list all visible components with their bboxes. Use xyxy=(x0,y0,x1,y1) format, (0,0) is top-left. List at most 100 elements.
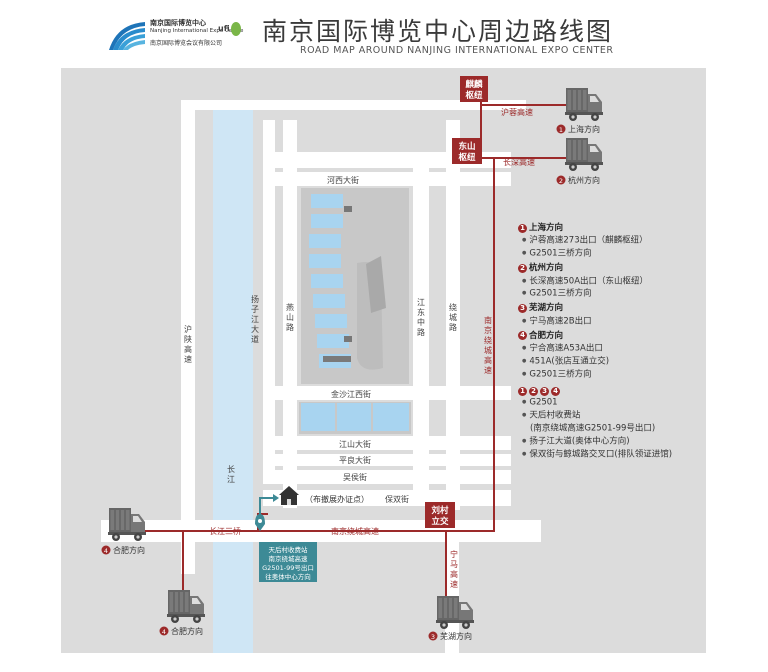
info-box: 天后村收费站 南京绕城高速 G2501-99号出口 往奥体中心方向 xyxy=(259,542,317,582)
hub-qilin-label-2: 枢纽 xyxy=(465,90,483,101)
destination-wuhu: 3 芜湖方向 xyxy=(428,631,472,641)
label-raocheng-vertical: 南京绕城高速 xyxy=(484,315,492,375)
label-jinshajiangxi: 金沙江西街 xyxy=(331,389,371,399)
svg-text:宁: 宁 xyxy=(450,549,458,559)
road-hexi xyxy=(263,172,511,186)
svg-text:陕: 陕 xyxy=(184,334,192,344)
svg-text:速: 速 xyxy=(184,355,192,364)
road-hushan xyxy=(181,100,195,574)
label-ningjingraocheng: 南京绕城高速 xyxy=(331,526,379,536)
svg-text:江: 江 xyxy=(251,315,259,324)
svg-text:大: 大 xyxy=(251,324,259,334)
svg-text:刘村: 刘村 xyxy=(431,505,449,516)
svg-text:路: 路 xyxy=(417,327,425,337)
svg-text:高: 高 xyxy=(184,344,192,354)
svg-text:1: 1 xyxy=(559,126,563,134)
label-hexi: 河西大街 xyxy=(327,175,359,185)
label-yanshan: 燕山路 xyxy=(286,302,294,332)
destination-hefei-south: 4 合肥方向 xyxy=(159,626,203,636)
road-jiangshan xyxy=(263,436,511,450)
road-houjie xyxy=(263,470,511,484)
svg-text:高: 高 xyxy=(484,355,492,365)
expo-logo: 南京国际博览中心 Nanjing International Expo Cent… xyxy=(105,14,245,54)
svg-text:高: 高 xyxy=(450,569,458,579)
svg-text:绕: 绕 xyxy=(484,335,492,345)
svg-text:路: 路 xyxy=(286,322,294,332)
label-huning: 沪蓉高速 xyxy=(501,107,533,117)
hub-qilin: 麒麟 枢纽 xyxy=(460,76,488,102)
svg-text:扬: 扬 xyxy=(251,294,259,304)
road-map: 麒麟 枢纽 东山 枢纽 刘村 立交 沪蓉高速 长深高速 南京绕城高速 长江三桥 … xyxy=(61,68,706,653)
svg-text:枢纽: 枢纽 xyxy=(458,152,476,163)
svg-text:子: 子 xyxy=(251,305,259,314)
road-raocheng-lu xyxy=(446,120,460,510)
svg-text:南: 南 xyxy=(484,315,492,325)
svg-text:马: 马 xyxy=(450,560,458,569)
svg-text:4: 4 xyxy=(162,628,166,636)
hub-qilin-label-1: 麒麟 xyxy=(465,79,483,90)
svg-text:天后村收费站: 天后村收费站 xyxy=(269,545,309,554)
road-yangzijiang xyxy=(263,120,275,480)
svg-text:速: 速 xyxy=(450,580,458,589)
svg-text:南京绕城高速: 南京绕城高速 xyxy=(269,554,309,563)
truck-icon xyxy=(564,87,604,122)
svg-text:3: 3 xyxy=(431,633,435,641)
svg-text:芜湖方向: 芜湖方向 xyxy=(440,631,472,641)
truck-icon xyxy=(564,137,604,172)
svg-text:上海方向: 上海方向 xyxy=(568,124,600,134)
svg-text:东: 东 xyxy=(417,307,425,317)
road-jiangdongzhong xyxy=(413,168,429,498)
ufi-logo: ufi xyxy=(218,24,230,33)
svg-text:4: 4 xyxy=(104,547,108,555)
logo-line3: 南京国际博览会议有限公司 xyxy=(150,40,223,47)
label-changjiangsanqiao: 长江三桥 xyxy=(209,526,241,536)
road-yanshan xyxy=(283,120,297,508)
logo-line2: Nanjing International Expo Centre xyxy=(150,28,244,34)
label-pingliang: 平良大街 xyxy=(339,455,371,465)
arrow-right-icon xyxy=(273,494,279,502)
road-huning xyxy=(181,100,526,110)
label-ningma: 宁马高速 xyxy=(450,549,458,589)
svg-text:立交: 立交 xyxy=(431,516,449,527)
label-jiangshan: 江山大街 xyxy=(339,439,371,449)
label-changjiang: 长江 xyxy=(227,464,235,484)
badge-office-icon xyxy=(279,486,299,505)
road-jinshajiangxi xyxy=(263,386,511,400)
destination-hefei-west: 4 合肥方向 xyxy=(101,545,145,555)
green-badge-icon xyxy=(231,22,241,36)
svg-text:2: 2 xyxy=(559,177,563,185)
svg-text:道: 道 xyxy=(251,334,259,344)
svg-text:江: 江 xyxy=(227,475,235,484)
label-badge-office: （布撤展办证点） xyxy=(305,494,369,504)
south-halls xyxy=(299,402,411,434)
map-canvas: 麒麟 枢纽 东山 枢纽 刘村 立交 沪蓉高速 长深高速 南京绕城高速 长江三桥 … xyxy=(101,76,604,653)
hub-dongshan: 东山 枢纽 xyxy=(452,138,482,164)
svg-text:绕: 绕 xyxy=(449,302,457,312)
svg-text:山: 山 xyxy=(286,312,294,322)
header: 南京国际博览中心 Nanjing International Expo Cent… xyxy=(0,0,768,68)
yangtze-river xyxy=(213,100,253,653)
logo-icon xyxy=(109,22,145,50)
svg-text:燕: 燕 xyxy=(286,302,294,312)
road-pingliang xyxy=(263,454,511,466)
page-title: 南京国际博览中心周边路线图 xyxy=(262,17,614,46)
logo-line1: 南京国际博览中心 xyxy=(150,19,206,27)
hub-liucun: 刘村 立交 xyxy=(425,502,455,528)
svg-text:京: 京 xyxy=(484,325,492,335)
svg-text:城: 城 xyxy=(449,313,457,322)
svg-text:合肥方向: 合肥方向 xyxy=(171,626,203,636)
truck-icon xyxy=(166,589,206,624)
svg-text:杭州方向: 杭州方向 xyxy=(568,175,600,185)
svg-text:往奥体中心方向: 往奥体中心方向 xyxy=(265,572,311,581)
exhibition-halls xyxy=(309,194,352,368)
svg-text:G2501-99号出口: G2501-99号出口 xyxy=(262,563,314,572)
label-baoshuang: 保双街 xyxy=(385,494,409,504)
page-subtitle: ROAD MAP AROUND NANJING INTERNATIONAL EX… xyxy=(300,45,614,56)
svg-text:城: 城 xyxy=(484,346,492,355)
label-houjie: 吴侯街 xyxy=(343,472,367,482)
